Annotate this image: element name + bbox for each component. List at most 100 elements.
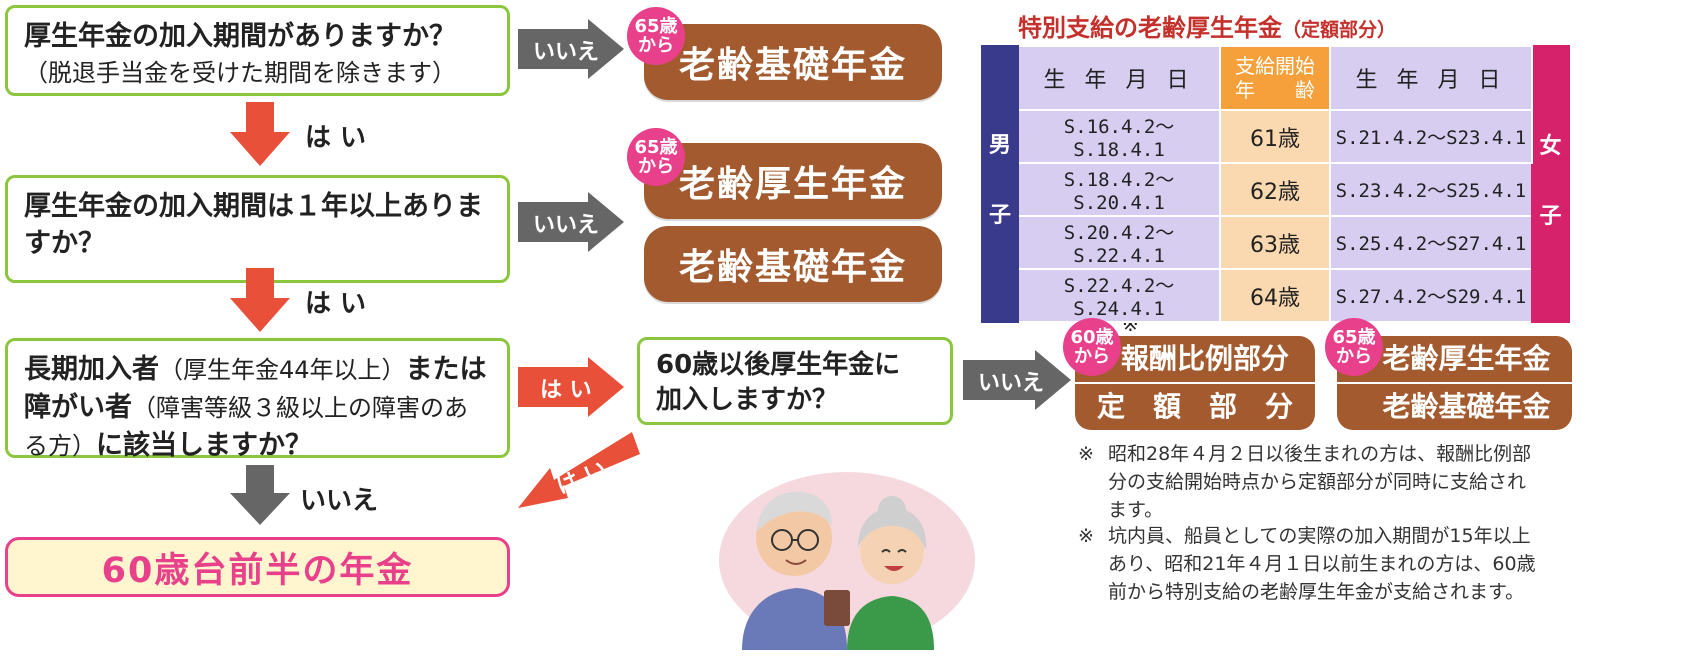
result-60s-label: 60歳台前半の年金 bbox=[101, 550, 414, 591]
right-arrow-yes-3-label: は い bbox=[540, 378, 592, 403]
note-1: ※ 昭和28年４月２日以後生まれの方は、報酬比例部 分の支給開始時点から定額部分… bbox=[1078, 440, 1690, 524]
note-1-line-3: ます。 bbox=[1108, 499, 1164, 521]
diagonal-arrow-yes-4 bbox=[518, 432, 640, 508]
label-yes-2: は い bbox=[305, 289, 367, 319]
question-4-line-1: 60歳以後厚生年金に bbox=[656, 350, 901, 380]
note-1-line-2: 分の支給開始時点から定額部分が同時に支給され bbox=[1108, 471, 1527, 493]
result-kosei-kiso: 老齢厚生年金 老齢基礎年金 bbox=[1337, 336, 1572, 430]
note-2-body: 坑内員、船員としての実際の加入期間が15年以上 あり、昭和21年４月１日以前生ま… bbox=[1108, 522, 1536, 606]
row-1-female: S.21.4.2～S23.4.1 bbox=[1328, 109, 1534, 164]
badge-65-1-age: 65歳 bbox=[634, 16, 678, 37]
q3-disabled-note: （障害等級３級以上の障害のあ bbox=[132, 394, 468, 422]
male-label-2: 子 bbox=[988, 203, 1011, 228]
row-3-female: S.25.4.2～S27.4.1 bbox=[1328, 215, 1534, 270]
right-arrow-yes-3 bbox=[518, 357, 624, 417]
badge-65-2-from: から bbox=[638, 156, 674, 177]
question-3-line-3: る方）に該当しますか？ bbox=[24, 427, 491, 465]
q3-disabled-note-end: る方） bbox=[24, 432, 96, 460]
result-kiso-1-label: 老齢基礎年金 bbox=[678, 45, 907, 86]
right-arrow-no-2 bbox=[518, 192, 624, 252]
badge-65-1: 65歳 から bbox=[627, 7, 685, 65]
badge-65-3-from: から bbox=[1336, 346, 1372, 367]
row-2-age: 62歳 bbox=[1219, 162, 1331, 217]
badge-65-3: 65歳 から bbox=[1325, 318, 1383, 376]
question-2-line-1: 厚生年金の加入期間は１年以上ありま bbox=[24, 191, 483, 222]
q3-disabled: 障がい者 bbox=[24, 392, 132, 423]
result-kosei-2: 老齢厚生年金 bbox=[644, 143, 942, 219]
female-header-spacer bbox=[1531, 45, 1570, 111]
note-1-body: 昭和28年４月２日以後生まれの方は、報酬比例部 分の支給開始時点から定額部分が同… bbox=[1108, 440, 1531, 524]
q3-long-term-note: （厚生年金44年以上） bbox=[159, 356, 406, 384]
note-1-line-1: 昭和28年４月２日以後生まれの方は、報酬比例部 bbox=[1108, 443, 1532, 465]
question-1-box: 厚生年金の加入期間がありますか？ （脱退手当金を受けた期間を除きます） bbox=[5, 5, 510, 96]
note-2-line-1: 坑内員、船員としての実際の加入期間が15年以上 bbox=[1108, 525, 1531, 547]
result-hirei-label: 報酬比例部分 bbox=[1075, 336, 1315, 384]
header-age-line-2: 年 齢 bbox=[1234, 78, 1315, 102]
note-2-mark: ※ bbox=[1078, 525, 1094, 547]
row-3-age: 63歳 bbox=[1219, 215, 1331, 270]
label-yes-1: は い bbox=[305, 123, 367, 153]
row-3-male: S.20.4.2～S.22.4.1 bbox=[1016, 215, 1222, 270]
right-arrow-no-2-label: いいえ bbox=[533, 213, 600, 238]
row-2-female: S.23.4.2～S25.4.1 bbox=[1328, 162, 1534, 217]
row-1-age: 61歳 bbox=[1219, 109, 1331, 164]
female-label: 女 子 bbox=[1531, 109, 1570, 323]
result-hirei-teigaku: 報酬比例部分 定 額 部 分 bbox=[1075, 336, 1315, 430]
question-1-subtext: （脱退手当金を受けた期間を除きます） bbox=[24, 59, 456, 87]
question-3-box: 長期加入者（厚生年金44年以上）または 障がい者（障害等級３級以上の障害のあ る… bbox=[5, 338, 510, 461]
male-header-spacer bbox=[981, 45, 1019, 111]
right-arrow-no-1 bbox=[518, 19, 624, 79]
result-kiso-3-label: 老齢基礎年金 bbox=[1382, 390, 1551, 423]
elderly-couple-illustration bbox=[719, 472, 975, 650]
right-arrow-no-4-label: いいえ bbox=[978, 371, 1045, 396]
badge-65-3-age: 65歳 bbox=[1332, 327, 1376, 348]
header-male-birth: 生 年 月 日 bbox=[1016, 45, 1222, 111]
female-label-1: 女 bbox=[1539, 134, 1562, 159]
table-title-sub: （定額部分） bbox=[1282, 19, 1397, 41]
badge-65-2-age: 65歳 bbox=[634, 137, 678, 158]
down-arrow-yes-1 bbox=[230, 102, 290, 166]
row-1-male: S.16.4.2～S.18.4.1 bbox=[1016, 109, 1222, 164]
badge-65-1-from: から bbox=[638, 35, 674, 56]
schedule-table: 生 年 月 日 支給開始 年 齢 生 年 月 日 男 子 S.16.4.2～S.… bbox=[981, 45, 1570, 323]
badge-60: 60歳 から bbox=[1063, 318, 1121, 376]
header-female-birth: 生 年 月 日 bbox=[1328, 45, 1534, 111]
table-title-main: 特別支給の老齢厚生年金 bbox=[1018, 14, 1282, 42]
label-no-3: いいえ bbox=[300, 486, 379, 516]
question-4-box: 60歳以後厚生年金に 加入しますか？ bbox=[637, 337, 953, 425]
row-4-male: S.22.4.2～S.24.4.1 bbox=[1016, 268, 1222, 323]
note-2-row: ※ 坑内員、船員としての実際の加入期間が15年以上 あり、昭和21年４月１日以前… bbox=[1078, 522, 1690, 606]
question-4-line-2: 加入しますか？ bbox=[656, 385, 839, 415]
header-age-line-1: 支給開始 bbox=[1234, 54, 1315, 78]
result-kiso-2-label: 老齢基礎年金 bbox=[678, 247, 907, 288]
row-4-age: 64歳 bbox=[1219, 268, 1331, 323]
note-1-mark: ※ bbox=[1078, 443, 1094, 465]
down-arrow-yes-2 bbox=[230, 268, 290, 332]
note-1-row: ※ 昭和28年４月２日以後生まれの方は、報酬比例部 分の支給開始時点から定額部分… bbox=[1078, 440, 1690, 524]
badge-60-from: から bbox=[1074, 346, 1110, 367]
result-kiso-2: 老齢基礎年金 bbox=[644, 226, 942, 302]
badge-65-2: 65歳 から bbox=[627, 128, 685, 186]
question-1-text: 厚生年金の加入期間がありますか？ bbox=[24, 21, 456, 52]
result-kiso-1: 老齢基礎年金 bbox=[644, 24, 942, 100]
badge-60-age: 60歳 bbox=[1070, 327, 1114, 348]
table-title: 特別支給の老齢厚生年金（定額部分） bbox=[1018, 8, 1396, 43]
down-arrow-no-3 bbox=[230, 465, 290, 525]
male-label: 男 子 bbox=[981, 109, 1019, 323]
note-2-line-2: あり、昭和21年４月１日以前生まれの方は、60歳 bbox=[1108, 553, 1536, 575]
result-kosei-2-label: 老齢厚生年金 bbox=[678, 164, 907, 205]
right-arrow-no-4 bbox=[963, 350, 1071, 410]
question-2-box: 厚生年金の加入期間は１年以上ありま すか？ bbox=[5, 175, 510, 283]
question-3-line-1: 長期加入者（厚生年金44年以上）または bbox=[24, 351, 491, 389]
note-2-line-3: 前から特別支給の老齢厚生年金が支給されます。 bbox=[1108, 581, 1525, 603]
result-kosei-3-label: 老齢厚生年金 bbox=[1337, 336, 1572, 384]
q3-long-term: 長期加入者 bbox=[24, 354, 159, 385]
question-3-line-2: 障がい者（障害等級３級以上の障害のあ bbox=[24, 389, 491, 427]
question-2-line-2: すか？ bbox=[24, 228, 105, 259]
result-box-60s: 60歳台前半の年金 bbox=[5, 537, 510, 597]
q3-or: または bbox=[405, 354, 487, 385]
row-2-male: S.18.4.2～S.20.4.1 bbox=[1016, 162, 1222, 217]
male-label-1: 男 bbox=[988, 133, 1011, 158]
female-label-2: 子 bbox=[1539, 204, 1562, 229]
result-teigaku-label: 定 額 部 分 bbox=[1096, 390, 1293, 423]
